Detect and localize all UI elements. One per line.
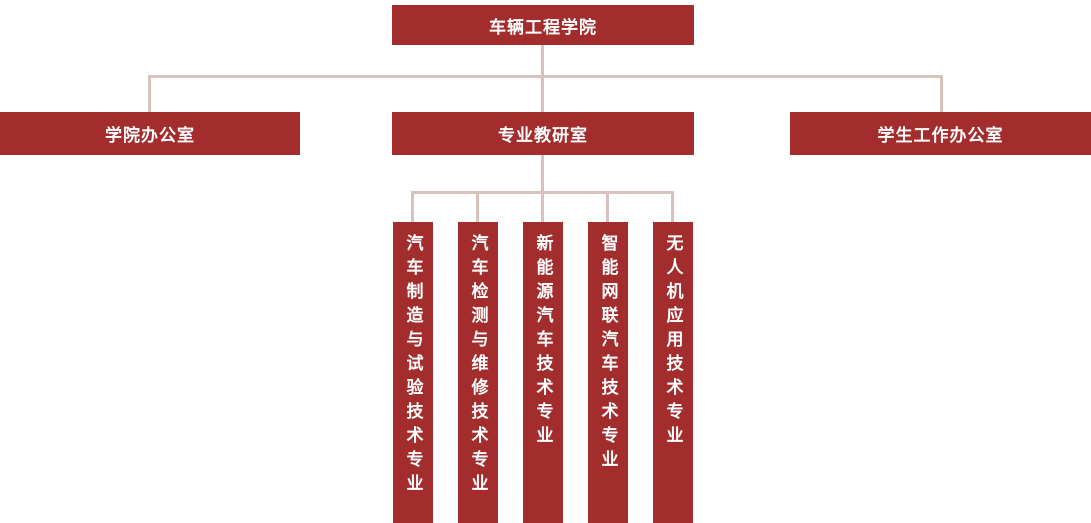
org-node-major-3: 新能源汽车技术专业	[523, 222, 563, 523]
connector-major-drop-5	[671, 191, 674, 222]
org-node-major-4: 智能网联汽车技术专业	[588, 222, 628, 523]
connector-right-drop	[940, 75, 943, 114]
connector-left-drop	[148, 75, 151, 114]
org-node-college-office: 学院办公室	[0, 112, 300, 155]
org-node-major-4-label: 智能网联汽车技术专业	[598, 234, 618, 474]
org-node-major-1-label: 汽车制造与试验技术专业	[403, 234, 423, 498]
org-node-major-2: 汽车检测与维修技术专业	[458, 222, 498, 523]
org-node-major-3-label: 新能源汽车技术专业	[533, 234, 553, 450]
connector-major-drop-4	[606, 191, 609, 222]
org-node-root-label: 车辆工程学院	[489, 17, 597, 37]
org-node-student-work-office: 学生工作办公室	[790, 112, 1091, 155]
org-node-college-office-label: 学院办公室	[105, 126, 195, 145]
org-node-major-2-label: 汽车检测与维修技术专业	[468, 234, 488, 498]
org-node-major-5-label: 无人机应用技术专业	[663, 234, 683, 450]
org-node-major-5: 无人机应用技术专业	[653, 222, 693, 523]
connector-root-vertical	[541, 45, 544, 114]
org-node-major-1: 汽车制造与试验技术专业	[393, 222, 433, 523]
connector-level2-horizontal	[148, 75, 943, 78]
connector-center-vertical	[541, 155, 544, 193]
connector-major-drop-2	[476, 191, 479, 222]
connector-major-drop-3	[541, 191, 544, 222]
org-node-root: 车辆工程学院	[392, 5, 694, 45]
org-node-teaching-research-office-label: 专业教研室	[498, 126, 588, 145]
org-node-student-work-office-label: 学生工作办公室	[877, 126, 1004, 145]
org-node-teaching-research-office: 专业教研室	[392, 112, 694, 155]
connector-major-drop-1	[411, 191, 414, 222]
